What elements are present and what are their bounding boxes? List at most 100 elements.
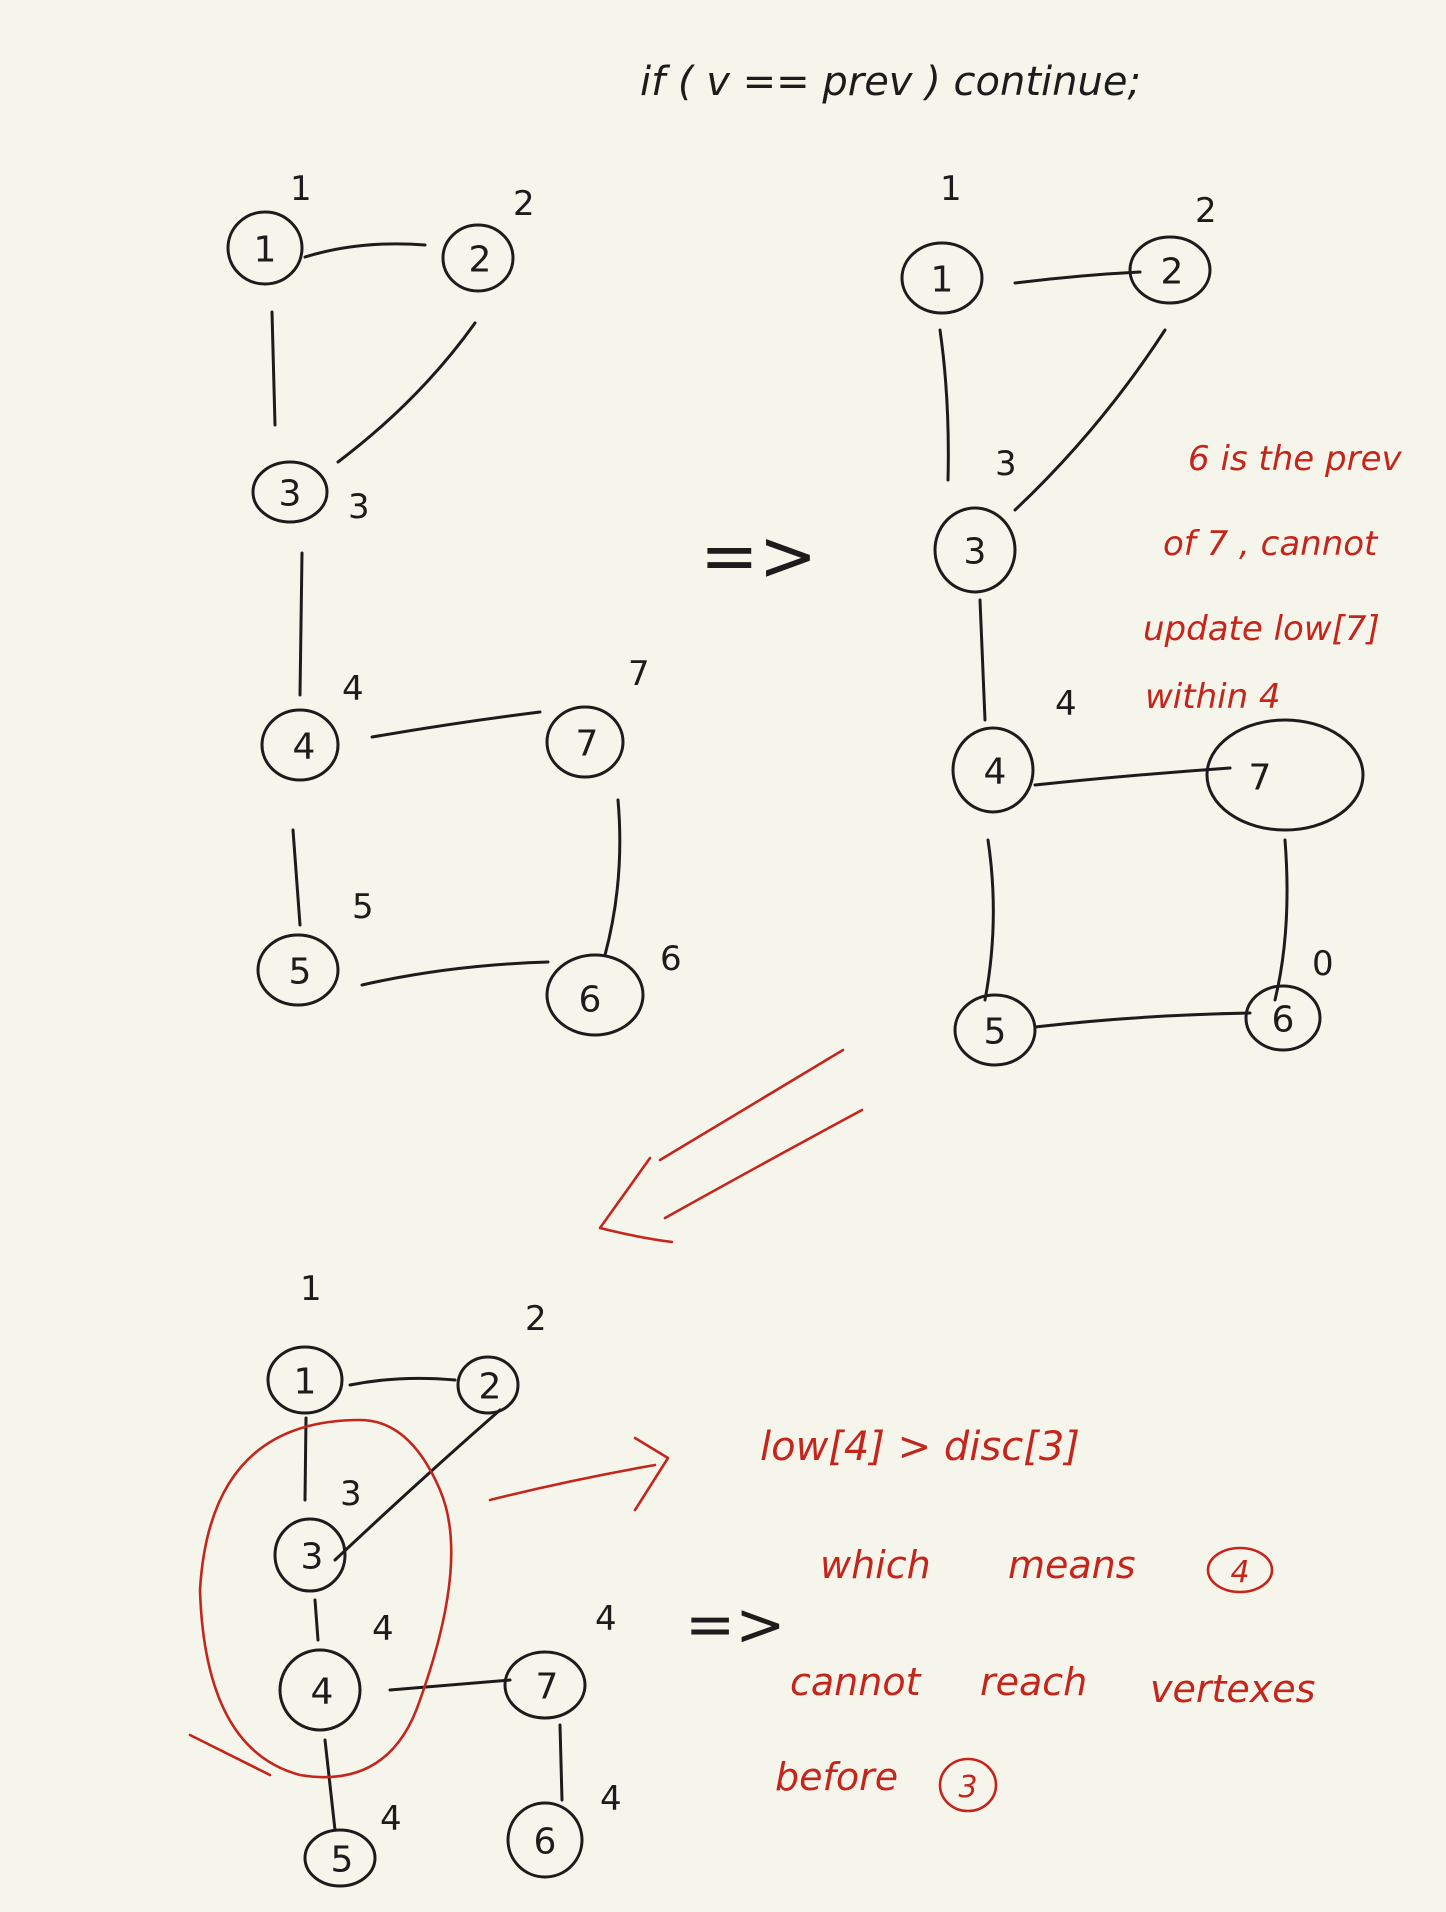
svg-text:4: 4 bbox=[293, 727, 316, 768]
node-value: 6 bbox=[660, 939, 682, 979]
header-code: if ( v == prev ) continue; bbox=[640, 59, 1141, 105]
svg-text:5: 5 bbox=[984, 1012, 1007, 1053]
transition-arrow-1: => bbox=[700, 515, 817, 597]
edge-2-3 bbox=[333, 1408, 502, 1562]
node-3: 3 3 bbox=[251, 460, 370, 527]
svg-text:7: 7 bbox=[1249, 758, 1272, 799]
edge-1-2 bbox=[1013, 270, 1142, 285]
node-value: 7 bbox=[628, 654, 650, 694]
conclusion-node-4-label: 4 bbox=[1230, 1555, 1249, 1590]
conclusion-cannot: cannot bbox=[790, 1660, 923, 1704]
conclusion: low[4] > disc[3] which means 4 cannot re… bbox=[760, 1424, 1315, 1813]
svg-text:5: 5 bbox=[289, 952, 312, 993]
node-value: 4 bbox=[1055, 684, 1077, 724]
svg-text:3: 3 bbox=[301, 1537, 324, 1578]
node-value: 3 bbox=[348, 487, 370, 527]
edge-1-3 bbox=[303, 1416, 308, 1502]
graph-1: 1 1 2 2 3 3 4 4 7 7 5 5 6 bbox=[226, 169, 682, 1037]
edge-4-5 bbox=[323, 1738, 337, 1832]
svg-text:2: 2 bbox=[479, 1367, 502, 1408]
transition-arrow-3: => bbox=[685, 1590, 786, 1660]
svg-text:1: 1 bbox=[254, 230, 277, 271]
node-value: 4 bbox=[372, 1609, 394, 1649]
node-2: 2 2 bbox=[441, 184, 535, 293]
node-3: 3 3 bbox=[273, 1474, 362, 1593]
edge-4-7 bbox=[370, 710, 542, 739]
edge-3-4 bbox=[978, 598, 987, 722]
edge-1-3 bbox=[938, 328, 950, 482]
node-4: 4 4 bbox=[951, 684, 1077, 814]
node-6: 6 6 bbox=[545, 939, 682, 1037]
node-3: 3 3 bbox=[933, 444, 1017, 594]
conclusion-which: which bbox=[820, 1543, 931, 1587]
conclusion-node-4 bbox=[1206, 1546, 1274, 1594]
node-value: 2 bbox=[525, 1299, 547, 1339]
node-value: 1 bbox=[300, 1269, 322, 1309]
svg-text:6: 6 bbox=[534, 1822, 557, 1863]
svg-text:3: 3 bbox=[279, 474, 302, 515]
edge-7-6 bbox=[558, 1723, 564, 1802]
conclusion-reach: reach bbox=[980, 1660, 1087, 1704]
node-value: 0 bbox=[1312, 944, 1334, 984]
edge-4-7 bbox=[1033, 766, 1232, 787]
node-4: 4 4 bbox=[260, 669, 364, 782]
node-2: 2 2 bbox=[456, 1299, 547, 1415]
node-value: 2 bbox=[513, 184, 535, 224]
node-7: 7 4 bbox=[503, 1599, 617, 1720]
node-value: 3 bbox=[340, 1474, 362, 1514]
node-value: 1 bbox=[940, 169, 962, 209]
graph-2: 1 1 2 2 3 3 4 4 7 5 6 bbox=[900, 169, 1402, 1067]
svg-text:2: 2 bbox=[1161, 252, 1184, 293]
prev-note-line-4: within 4 bbox=[1145, 677, 1281, 717]
edge-1-3 bbox=[270, 310, 277, 427]
svg-text:5: 5 bbox=[331, 1840, 354, 1881]
subtree-highlight bbox=[198, 1418, 453, 1779]
svg-text:4: 4 bbox=[311, 1672, 334, 1713]
edge-5-6 bbox=[360, 960, 550, 987]
node-1: 1 1 bbox=[226, 169, 312, 286]
node-value: 5 bbox=[352, 887, 374, 927]
conclusion-node-3 bbox=[938, 1757, 998, 1813]
transition-arrow-2 bbox=[598, 1048, 864, 1244]
prev-note: 6 is the prev of 7 , cannot update low[7… bbox=[1143, 439, 1402, 717]
svg-text:4: 4 bbox=[984, 752, 1007, 793]
edge-4-5 bbox=[291, 828, 302, 927]
svg-text:7: 7 bbox=[576, 724, 599, 765]
prev-note-line-1: 6 is the prev bbox=[1188, 439, 1402, 479]
edge-7-6 bbox=[1273, 838, 1289, 1002]
node-value: 1 bbox=[290, 169, 312, 209]
conclusion-before: before bbox=[775, 1755, 898, 1799]
edge-2-3 bbox=[336, 321, 477, 464]
prev-note-line-3: update low[7] bbox=[1143, 609, 1380, 649]
node-value: 4 bbox=[342, 669, 364, 709]
edge-4-5 bbox=[983, 838, 995, 1002]
node-5: 5 bbox=[953, 993, 1037, 1067]
node-2: 2 2 bbox=[1128, 191, 1217, 305]
edge-2-3 bbox=[1013, 328, 1167, 512]
node-4: 4 4 bbox=[278, 1609, 394, 1732]
edge-1-2 bbox=[303, 242, 427, 259]
edge-3-4 bbox=[298, 551, 304, 697]
node-7: 7 bbox=[1205, 718, 1365, 832]
svg-text:3: 3 bbox=[964, 532, 987, 573]
svg-text:2: 2 bbox=[469, 240, 492, 281]
condition-text: low[4] > disc[3] bbox=[760, 1424, 1080, 1470]
node-6: 6 0 bbox=[1244, 944, 1334, 1052]
node-5: 5 5 bbox=[256, 887, 374, 1007]
condition-arrow bbox=[488, 1463, 657, 1502]
conclusion-vertexes: vertexes bbox=[1150, 1667, 1315, 1711]
edge-4-7 bbox=[388, 1678, 512, 1692]
node-1: 1 1 bbox=[266, 1269, 344, 1415]
node-value: 3 bbox=[995, 444, 1017, 484]
svg-text:6: 6 bbox=[1272, 1000, 1295, 1041]
conclusion-node-3-label: 3 bbox=[958, 1770, 977, 1805]
node-6: 6 4 bbox=[506, 1779, 622, 1879]
prev-note-line-2: of 7 , cannot bbox=[1163, 524, 1379, 564]
edge-5-6 bbox=[1033, 1011, 1252, 1029]
edge-3-4 bbox=[313, 1598, 320, 1642]
svg-text:1: 1 bbox=[931, 260, 954, 301]
node-value: 4 bbox=[595, 1599, 617, 1639]
svg-text:6: 6 bbox=[579, 980, 602, 1021]
svg-text:7: 7 bbox=[536, 1667, 559, 1708]
